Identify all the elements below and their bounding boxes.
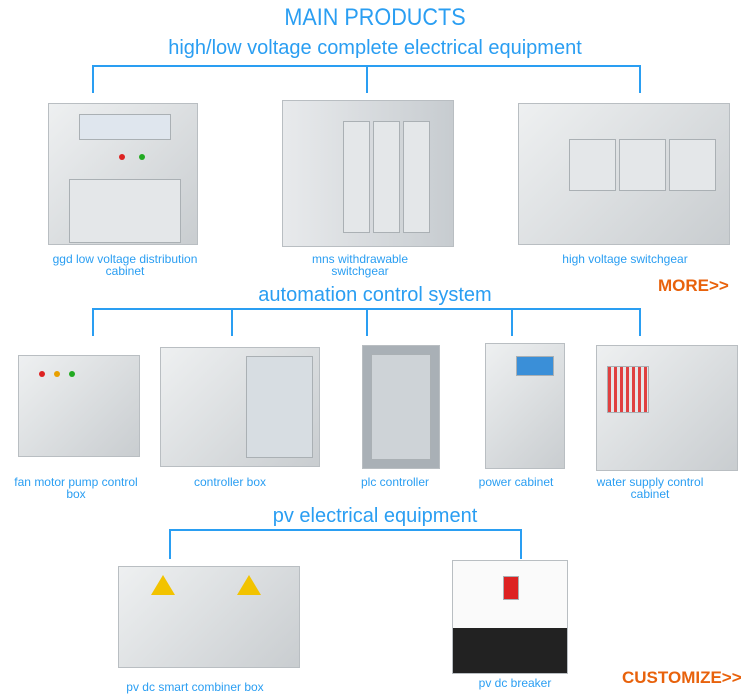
product-caption[interactable]: pv dc smart combiner box bbox=[126, 680, 264, 694]
bracket-drop bbox=[231, 308, 233, 336]
warning-icon bbox=[151, 575, 175, 595]
product-caption[interactable]: plc controller bbox=[360, 475, 430, 489]
bracket-drop bbox=[92, 65, 94, 93]
product-image-plc[interactable] bbox=[362, 345, 440, 469]
bracket-drop bbox=[92, 308, 94, 336]
product-caption[interactable]: fan motor pump control box bbox=[14, 475, 138, 501]
product-image-ggd[interactable] bbox=[48, 103, 198, 245]
section-heading-pv: pv electrical equipment bbox=[272, 505, 478, 527]
section-heading-hv: high/low voltage complete electrical equ… bbox=[168, 37, 582, 59]
bracket bbox=[169, 529, 522, 531]
product-image-combiner-box[interactable] bbox=[118, 566, 300, 668]
bracket-drop bbox=[169, 529, 171, 559]
product-caption[interactable]: water supply control cabinet bbox=[596, 475, 704, 501]
product-image-mns[interactable] bbox=[282, 100, 454, 247]
product-caption[interactable]: ggd low voltage distribution cabinet bbox=[52, 252, 198, 278]
product-image-fan-control-box[interactable] bbox=[18, 355, 140, 457]
section-heading-automation: automation control system bbox=[258, 284, 492, 306]
bracket-drop bbox=[366, 308, 368, 336]
product-caption[interactable]: power cabinet bbox=[478, 475, 554, 489]
product-image-water-supply[interactable] bbox=[596, 345, 738, 471]
product-image-hv-switchgear[interactable] bbox=[518, 103, 730, 245]
bracket-drop bbox=[366, 65, 368, 93]
more-link[interactable]: MORE>> bbox=[658, 276, 729, 295]
product-image-power-cabinet[interactable] bbox=[485, 343, 565, 469]
customize-link[interactable]: CUSTOMIZE>> bbox=[622, 668, 742, 687]
page-title: MAIN PRODUCTS bbox=[284, 4, 466, 31]
product-caption[interactable]: pv dc breaker bbox=[478, 676, 552, 690]
bracket-drop bbox=[639, 308, 641, 336]
bracket-drop bbox=[520, 529, 522, 559]
warning-icon bbox=[237, 575, 261, 595]
product-caption[interactable]: controller box bbox=[193, 475, 267, 489]
product-image-controller-box[interactable] bbox=[160, 347, 320, 467]
product-caption[interactable]: mns withdrawable switchgear bbox=[311, 252, 409, 278]
bracket-drop bbox=[511, 308, 513, 336]
product-caption[interactable]: high voltage switchgear bbox=[562, 252, 688, 266]
bracket-drop bbox=[639, 65, 641, 93]
product-image-dc-breaker[interactable] bbox=[452, 560, 568, 674]
